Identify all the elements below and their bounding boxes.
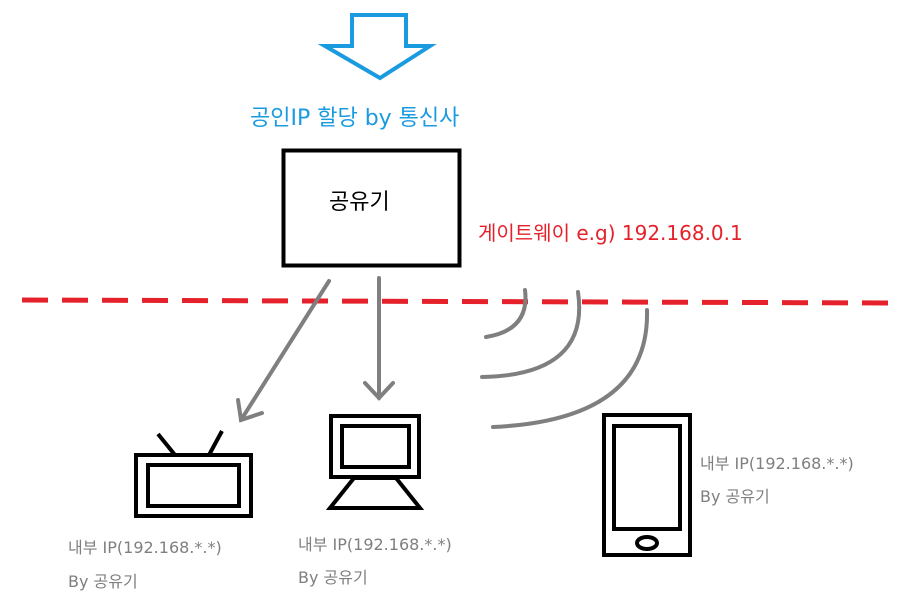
smartphone-icon (602, 413, 692, 557)
wifi-waves-icon (480, 288, 650, 429)
pc-ip-label: 내부 IP(192.168.*.*) (298, 535, 452, 554)
desktop-monitor-icon (325, 414, 425, 510)
tv-assigned-by-label: By 공유기 (68, 572, 138, 591)
router-to-tv-arrow (236, 279, 331, 423)
router-to-pc-arrow (363, 276, 395, 401)
phone-ip-label: 내부 IP(192.168.*.*) (700, 454, 854, 473)
gateway-boundary-line (21, 297, 897, 306)
gateway-label: 게이트웨이 e.g) 192.168.0.1 (478, 221, 743, 245)
isp-assignment-label: 공인IP 할당 by 통신사 (250, 106, 460, 131)
phone-assigned-by-label: By 공유기 (700, 487, 770, 506)
down-arrow-icon (317, 13, 437, 81)
pc-assigned-by-label: By 공유기 (298, 568, 368, 587)
router-label: 공유기 (329, 190, 390, 215)
tv-icon (134, 430, 253, 518)
router-box (281, 148, 462, 268)
tv-ip-label: 내부 IP(192.168.*.*) (68, 538, 222, 557)
